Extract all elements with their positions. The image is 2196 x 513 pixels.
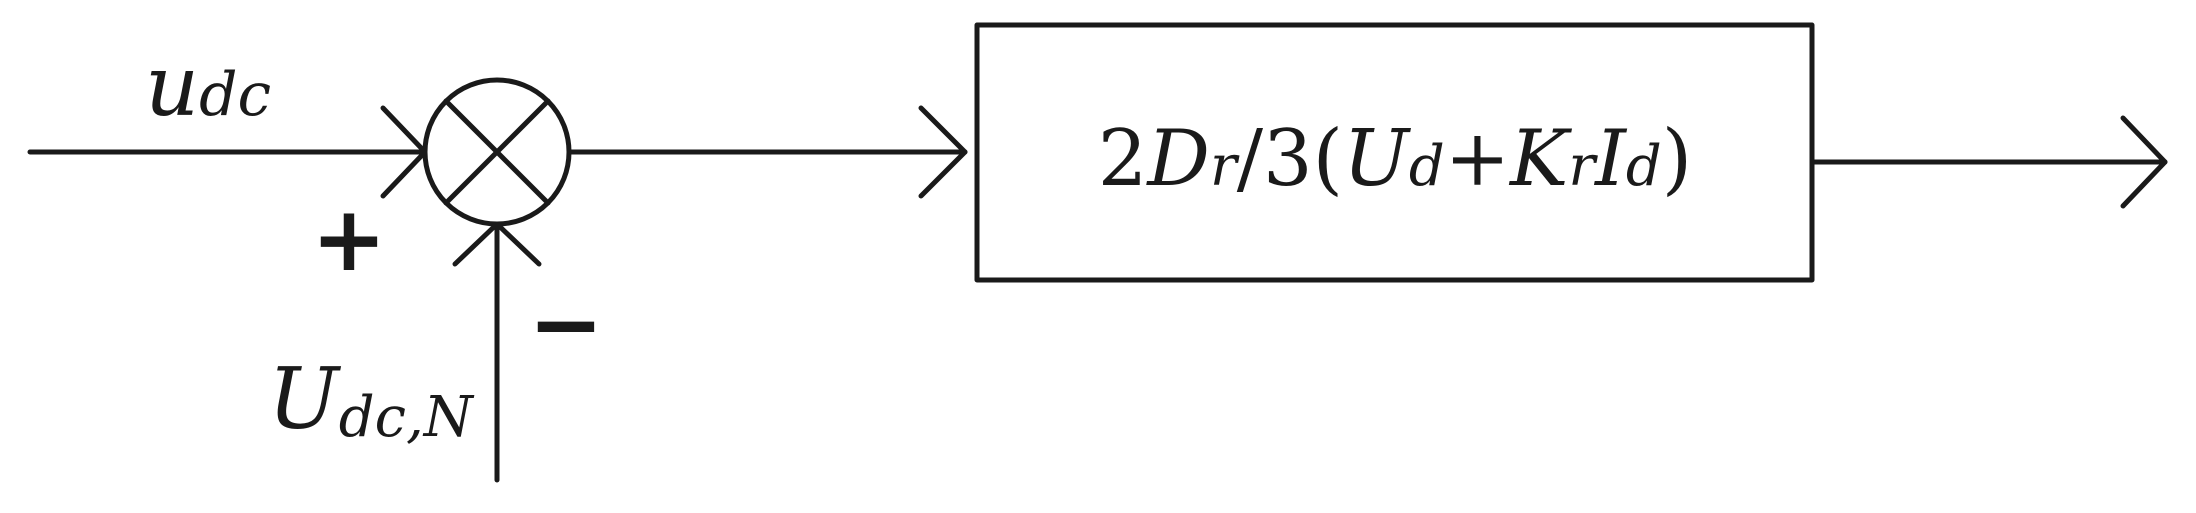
- arrowhead-icon: [452, 221, 542, 267]
- arrowhead-icon: [2120, 115, 2168, 209]
- minus-sign: −: [528, 272, 603, 377]
- label-udcn: Udc,N: [268, 350, 475, 450]
- plus-sign: +: [311, 187, 386, 292]
- summing-junction-icon: [422, 77, 572, 227]
- transfer-block: [974, 22, 1815, 283]
- label-udc: udc: [145, 37, 271, 135]
- arrowhead-icon: [918, 105, 968, 199]
- block-formula: 2Dr/3(Ud+KrId): [1098, 114, 1692, 204]
